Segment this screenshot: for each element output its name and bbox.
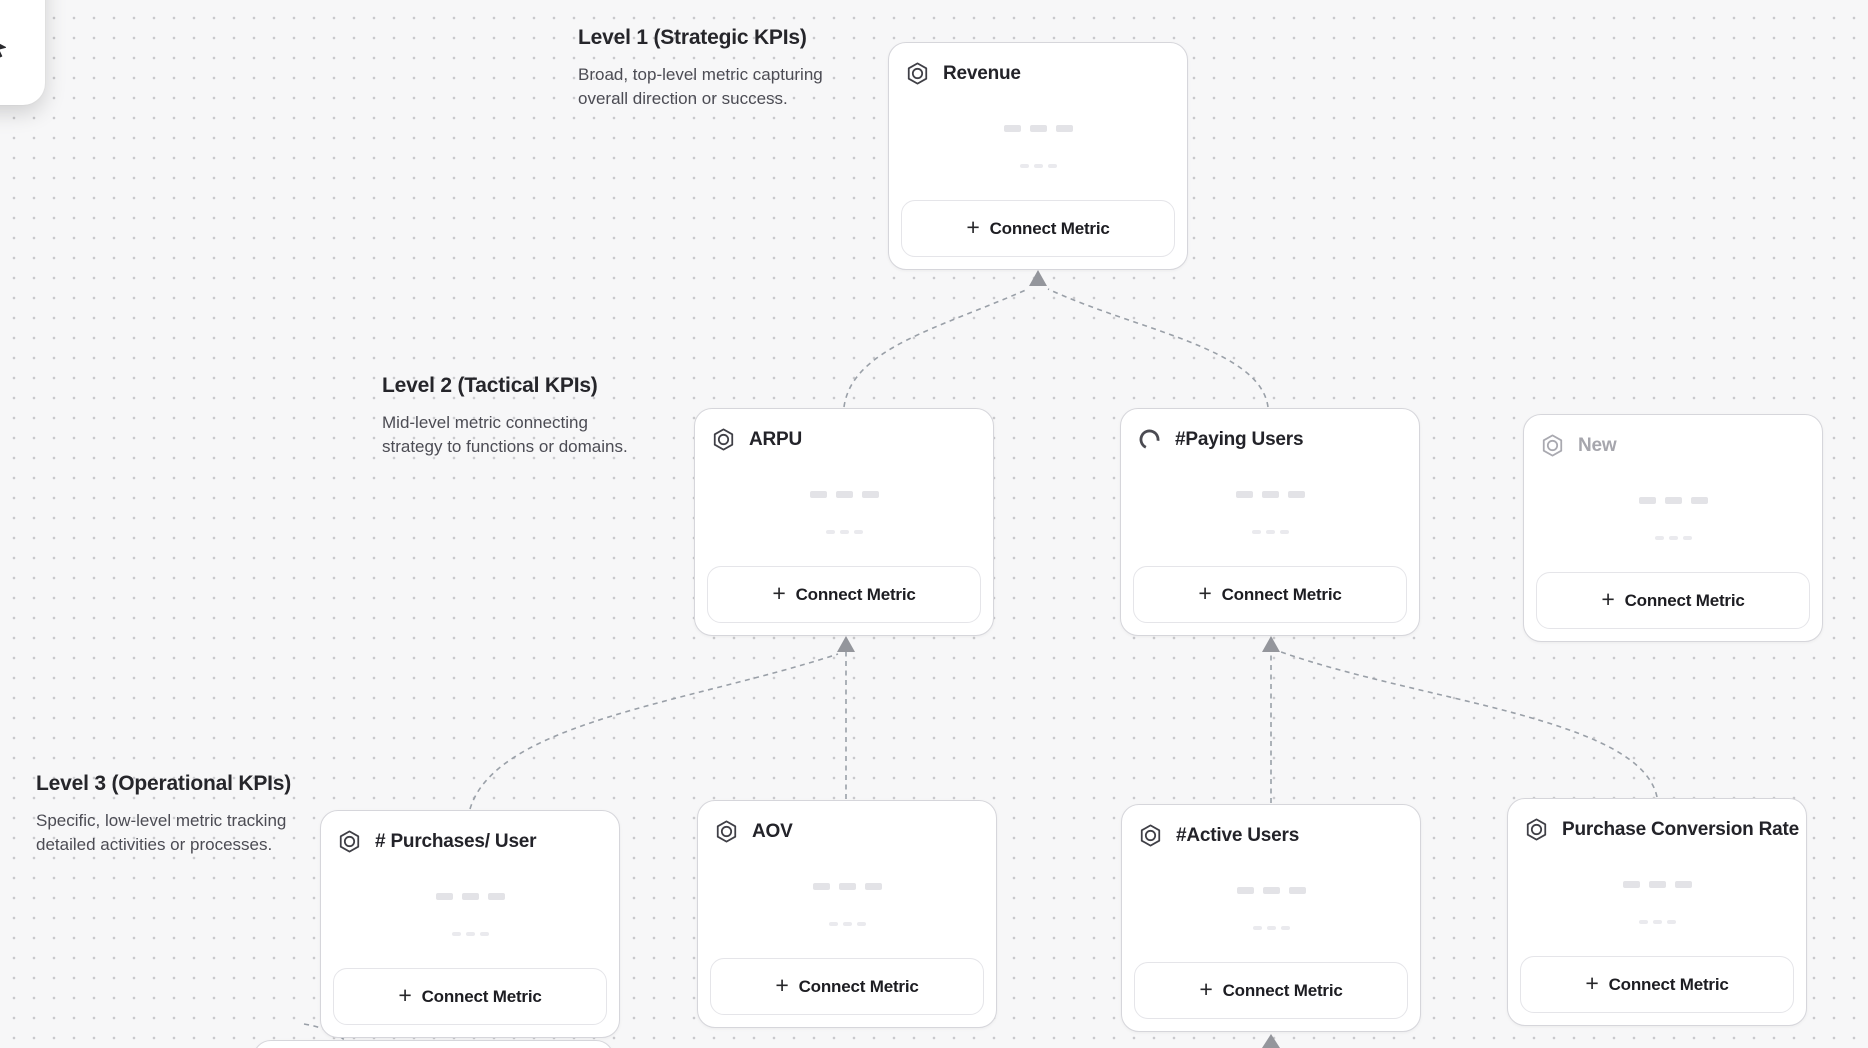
level-1-label: Level 1 (Strategic KPIs) Broad, top-leve… [578, 26, 823, 111]
level-2-title: Level 2 (Tactical KPIs) [382, 374, 598, 397]
edge-pcr-to-payingusers [1280, 651, 1658, 798]
connect-metric-button[interactable]: + Connect Metric [1520, 956, 1794, 1013]
metric-node-purchase-conversion-rate[interactable]: Purchase Conversion Rate + Connect Metri… [1507, 798, 1807, 1026]
skeleton-row [889, 125, 1187, 132]
level-2-description: Mid-level metric connecting strategy to … [382, 413, 628, 457]
level-1-title: Level 1 (Strategic KPIs) [578, 26, 807, 49]
skeleton-row [1524, 536, 1822, 540]
edge-purchases-to-arpu [469, 653, 839, 810]
connect-metric-button[interactable]: + Connect Metric [333, 968, 607, 1025]
level-3-description: Specific, low-level metric tracking deta… [36, 811, 287, 855]
plus-icon: + [1198, 580, 1212, 606]
connect-metric-button[interactable]: + Connect Metric [901, 200, 1175, 257]
metric-hexagon-icon [714, 819, 739, 844]
metric-node-partial-bottom[interactable] [253, 1040, 614, 1048]
arrowhead-into-activeusers-bottom [1262, 1034, 1280, 1048]
connect-metric-button[interactable]: + Connect Metric [707, 566, 981, 623]
connect-metric-label: Connect Metric [1624, 590, 1745, 610]
skeleton-row [698, 922, 996, 926]
metric-node-paying-users[interactable]: #Paying Users + Connect Metric [1120, 408, 1420, 636]
node-title: #Paying Users [1175, 428, 1304, 450]
cursor-icon [0, 43, 7, 58]
plus-icon: + [775, 972, 789, 998]
skeleton-row [1122, 887, 1420, 894]
node-title: # Purchases/ User [375, 830, 537, 852]
skeleton-row [1524, 497, 1822, 504]
connect-metric-label: Connect Metric [421, 986, 542, 1006]
arrowhead-into-revenue [1029, 270, 1047, 286]
edge-payingusers-to-revenue [1047, 288, 1269, 408]
plus-icon: + [398, 982, 412, 1008]
loading-spinner-icon [1137, 427, 1162, 452]
skeleton-row [1508, 881, 1806, 888]
connect-metric-button[interactable]: + Connect Metric [1134, 962, 1408, 1019]
skeleton-row [1121, 530, 1419, 534]
toolbar-corner-panel[interactable] [0, 0, 45, 105]
plus-icon: + [1601, 586, 1615, 612]
edge-arpu-to-revenue [843, 288, 1029, 408]
connect-metric-label: Connect Metric [1222, 980, 1343, 1000]
level-3-title: Level 3 (Operational KPIs) [36, 772, 292, 795]
skeleton-row [698, 883, 996, 890]
node-title: Purchase Conversion Rate [1562, 818, 1800, 840]
level-3-label: Level 3 (Operational KPIs) Specific, low… [36, 772, 291, 857]
node-title: #Active Users [1176, 824, 1300, 846]
skeleton-row [889, 164, 1187, 168]
metric-node-revenue[interactable]: Revenue + Connect Metric [888, 42, 1188, 270]
connect-metric-label: Connect Metric [795, 584, 916, 604]
skeleton-row [321, 893, 619, 900]
metric-hexagon-icon [337, 829, 362, 854]
metric-hexagon-icon [905, 61, 930, 86]
skeleton-row [695, 530, 993, 534]
metric-hexagon-icon [1524, 817, 1549, 842]
connect-metric-button[interactable]: + Connect Metric [710, 958, 984, 1015]
node-title: New [1578, 434, 1617, 456]
skeleton-row [1121, 491, 1419, 498]
skeleton-row [1122, 926, 1420, 930]
node-title: ARPU [749, 428, 803, 450]
level-2-label: Level 2 (Tactical KPIs) Mid-level metric… [382, 374, 628, 459]
plus-icon: + [1585, 970, 1599, 996]
connect-metric-button[interactable]: + Connect Metric [1133, 566, 1407, 623]
metric-hexagon-icon [711, 427, 736, 452]
skeleton-row [1508, 920, 1806, 924]
connect-metric-label: Connect Metric [1608, 974, 1729, 994]
arrowhead-into-payingusers [1262, 636, 1280, 652]
plus-icon: + [966, 214, 980, 240]
arrowhead-into-arpu [837, 636, 855, 652]
metric-node-arpu[interactable]: ARPU + Connect Metric [694, 408, 994, 636]
metric-hexagon-icon [1138, 823, 1163, 848]
connect-metric-label: Connect Metric [798, 976, 919, 996]
connect-metric-label: Connect Metric [1221, 584, 1342, 604]
metric-node-new[interactable]: New + Connect Metric [1523, 414, 1823, 642]
metric-node-aov[interactable]: AOV + Connect Metric [697, 800, 997, 1028]
connect-metric-label: Connect Metric [989, 218, 1110, 238]
plus-icon: + [1199, 976, 1213, 1002]
skeleton-row [695, 491, 993, 498]
metric-hexagon-icon [1540, 433, 1565, 458]
connect-metric-button[interactable]: + Connect Metric [1536, 572, 1810, 629]
metric-node-purchases-per-user[interactable]: # Purchases/ User + Connect Metric [320, 810, 620, 1038]
node-title: AOV [752, 820, 793, 842]
plus-icon: + [772, 580, 786, 606]
metric-node-active-users[interactable]: #Active Users + Connect Metric [1121, 804, 1421, 1032]
level-1-description: Broad, top-level metric capturing overal… [578, 65, 823, 109]
node-title: Revenue [943, 62, 1021, 84]
skeleton-row [321, 932, 619, 936]
